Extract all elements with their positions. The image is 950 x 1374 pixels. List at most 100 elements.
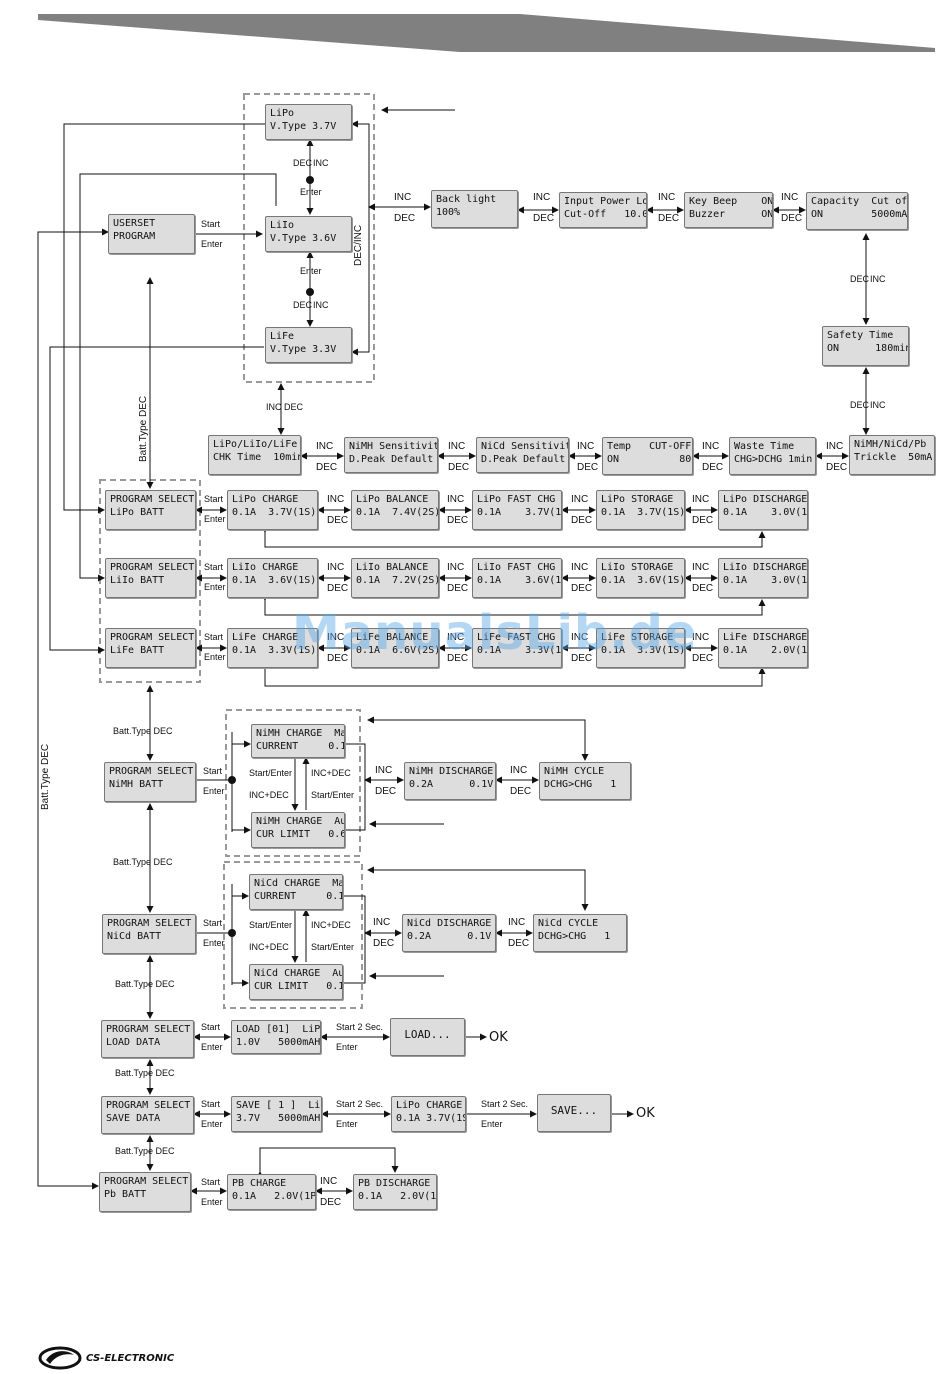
lbl-dec: DEC xyxy=(533,213,555,224)
box-program-select-load: PROGRAM SELECT LOAD DATA xyxy=(101,1020,194,1058)
lbl-enter: Enter xyxy=(203,786,225,796)
lbl-inc: INC xyxy=(533,192,551,203)
box-program-select-nimh: PROGRAM SELECT NiMH BATT xyxy=(104,762,196,802)
lbl-inc: INC xyxy=(394,192,412,203)
box-save-lipo-charge: LiPo CHARGE * 0.1A 3.7V(1S) xyxy=(391,1096,466,1132)
box-safety-time: Safety Time ON 180min xyxy=(822,326,909,366)
box-lipo-charge: LiPo CHARGE 0.1A 3.7V(1S) xyxy=(227,490,318,530)
box-save-slot: SAVE [ 1 ] LiPo 3.7V 5000mAH xyxy=(231,1096,322,1132)
lbl-enter: Enter xyxy=(336,1042,358,1052)
box-pb-charge: PB CHARGE 0.1A 2.0V(1P) xyxy=(227,1174,316,1210)
lbl-enter: Enter xyxy=(300,266,322,276)
lbl-enter: Enter xyxy=(203,938,225,948)
box-input-power: Input Power Low Cut-Off 10.0V xyxy=(559,192,647,228)
lbl-inc: INC xyxy=(702,441,720,452)
box-nicd-sensitivity: NiCd Sensitivity D.Peak Default xyxy=(476,437,569,473)
box-program-select-lipo: PROGRAM SELECT LiPo BATT xyxy=(105,490,196,530)
lbl-dec: DEC xyxy=(447,583,469,594)
lbl-inc: INC xyxy=(313,158,329,168)
load-ok-label: OK xyxy=(489,1030,508,1045)
box-nimh-sensitivity: NiMH Sensitivity D.Peak Default xyxy=(344,437,438,473)
lbl-inc: INC xyxy=(448,441,466,452)
lbl-inc: INC xyxy=(571,632,589,643)
box-program-select-pb: PROGRAM SELECT Pb BATT xyxy=(99,1172,191,1212)
lbl-inc: INC xyxy=(447,632,465,643)
box-nicd-charge-aut: NiCd CHARGE Aut CUR LIMIT 0.1A xyxy=(249,964,343,1000)
lbl-inc-dec: INC+DEC xyxy=(311,768,351,778)
box-life-fast: LiFe FAST CHG 0.1A 3.3V(1S) xyxy=(472,628,562,668)
lbl-enter: Enter xyxy=(204,652,226,662)
lbl-inc: INC xyxy=(266,402,282,412)
lbl-inc: INC xyxy=(447,494,465,505)
lbl-start-2sec: Start 2 Sec. xyxy=(336,1022,384,1032)
lbl-inc: INC xyxy=(320,1176,338,1187)
box-liio-balance: LiIo BALANCE 0.1A 7.2V(2S) xyxy=(351,558,439,598)
header-band xyxy=(38,14,935,52)
lbl-start-enter: Start/Enter xyxy=(311,790,355,800)
lbl-inc: INC xyxy=(508,917,526,928)
lbl-dec: DEC xyxy=(571,653,593,664)
lithium-voltage-group xyxy=(243,93,375,383)
lbl-dec: DEC xyxy=(447,515,469,526)
lbl-inc: INC xyxy=(692,494,710,505)
lbl-inc: INC xyxy=(571,562,589,573)
box-capacity: Capacity Cut off ON 5000mAH xyxy=(806,192,908,230)
lbl-start-enter: Start/Enter xyxy=(249,920,293,930)
box-liio-vtype: LiIo V.Type 3.6V xyxy=(265,216,352,252)
lbl-enter: Enter xyxy=(481,1119,503,1129)
cs-swoosh-logo-icon xyxy=(38,1346,82,1370)
box-lipo-vtype: LiPo V.Type 3.7V xyxy=(265,104,352,140)
junction-dot xyxy=(228,776,236,784)
lbl-inc: INC xyxy=(870,274,886,284)
lbl-dec: DEC xyxy=(850,274,870,284)
lbl-inc: INC xyxy=(658,192,676,203)
lbl-batt-type-dec: Batt.Type DEC xyxy=(113,857,173,867)
lbl-dec: DEC xyxy=(692,653,714,664)
lbl-inc: INC xyxy=(373,917,391,928)
box-lipo-fast: LiPo FAST CHG 0.1A 3.7V(1S) xyxy=(472,490,562,530)
box-life-balance: LiFe BALANCE 0.1A 6.6V(2S) xyxy=(351,628,439,668)
lbl-dec: DEC xyxy=(327,653,349,664)
brand-name: CS-ELECTRONIC xyxy=(86,1352,175,1364)
lbl-inc: INC xyxy=(781,192,799,203)
lbl-start: Start xyxy=(204,494,224,504)
lbl-inc: INC xyxy=(327,494,345,505)
lbl-start-enter: Start/Enter xyxy=(311,942,355,952)
lbl-inc-dec: INC+DEC xyxy=(249,942,289,952)
lbl-inc: INC xyxy=(510,765,528,776)
box-nicd-charge-man: NiCd CHARGE Man CURRENT 0.1A xyxy=(249,874,343,910)
box-pb-discharge: PB DISCHARGE 0.1A 2.0V(1P) xyxy=(353,1174,437,1210)
lbl-dec: DEC xyxy=(373,938,395,949)
box-liio-charge: LiIo CHARGE 0.1A 3.6V(1S) xyxy=(227,558,318,598)
lbl-inc: INC xyxy=(447,562,465,573)
box-nimh-discharge: NiMH DISCHARGE 0.2A 0.1V xyxy=(404,762,496,800)
lbl-start: Start xyxy=(201,1022,221,1032)
lbl-dec: DEC xyxy=(850,400,870,410)
box-nicd-cycle: NiCd CYCLE DCHG>CHG 1 xyxy=(533,914,627,952)
lbl-start: Start xyxy=(204,562,224,572)
lbl-batt-type-dec: Batt.Type DEC xyxy=(113,726,173,736)
lbl-inc: INC xyxy=(327,632,345,643)
box-userset: USERSET PROGRAM xyxy=(108,214,195,254)
lbl-inc: INC xyxy=(692,562,710,573)
lbl-inc-dec: INC+DEC xyxy=(249,790,289,800)
lbl-dec: DEC xyxy=(448,462,470,473)
lbl-dec: DEC xyxy=(293,158,313,168)
lbl-dec: DEC xyxy=(447,653,469,664)
box-lipo-balance: LiPo BALANCE 0.1A 7.4V(2S) xyxy=(351,490,439,530)
lbl-dec: DEC xyxy=(571,515,593,526)
lbl-dec: DEC xyxy=(692,583,714,594)
box-lipo-storage: LiPo STORAGE 0.1A 3.7V(1S) xyxy=(596,490,685,530)
box-liio-discharge: LiIo DISCHARGE 0.1A 3.0V(1S) xyxy=(718,558,808,598)
lbl-start: Start xyxy=(204,632,224,642)
box-lipo-discharge: LiPo DISCHARGE 0.1A 3.0V(1S) xyxy=(718,490,808,530)
lbl-inc: INC xyxy=(870,400,886,410)
lbl-inc: INC xyxy=(826,441,844,452)
lbl-inc: INC xyxy=(571,494,589,505)
lbl-dec: DEC xyxy=(284,402,304,412)
lbl-inc-dec: INC+DEC xyxy=(311,920,351,930)
lbl-inc: INC xyxy=(692,632,710,643)
watermark: ManualsLib.de xyxy=(292,605,698,661)
lbl-dec: DEC xyxy=(394,213,416,224)
box-loading: LOAD... xyxy=(390,1018,465,1056)
